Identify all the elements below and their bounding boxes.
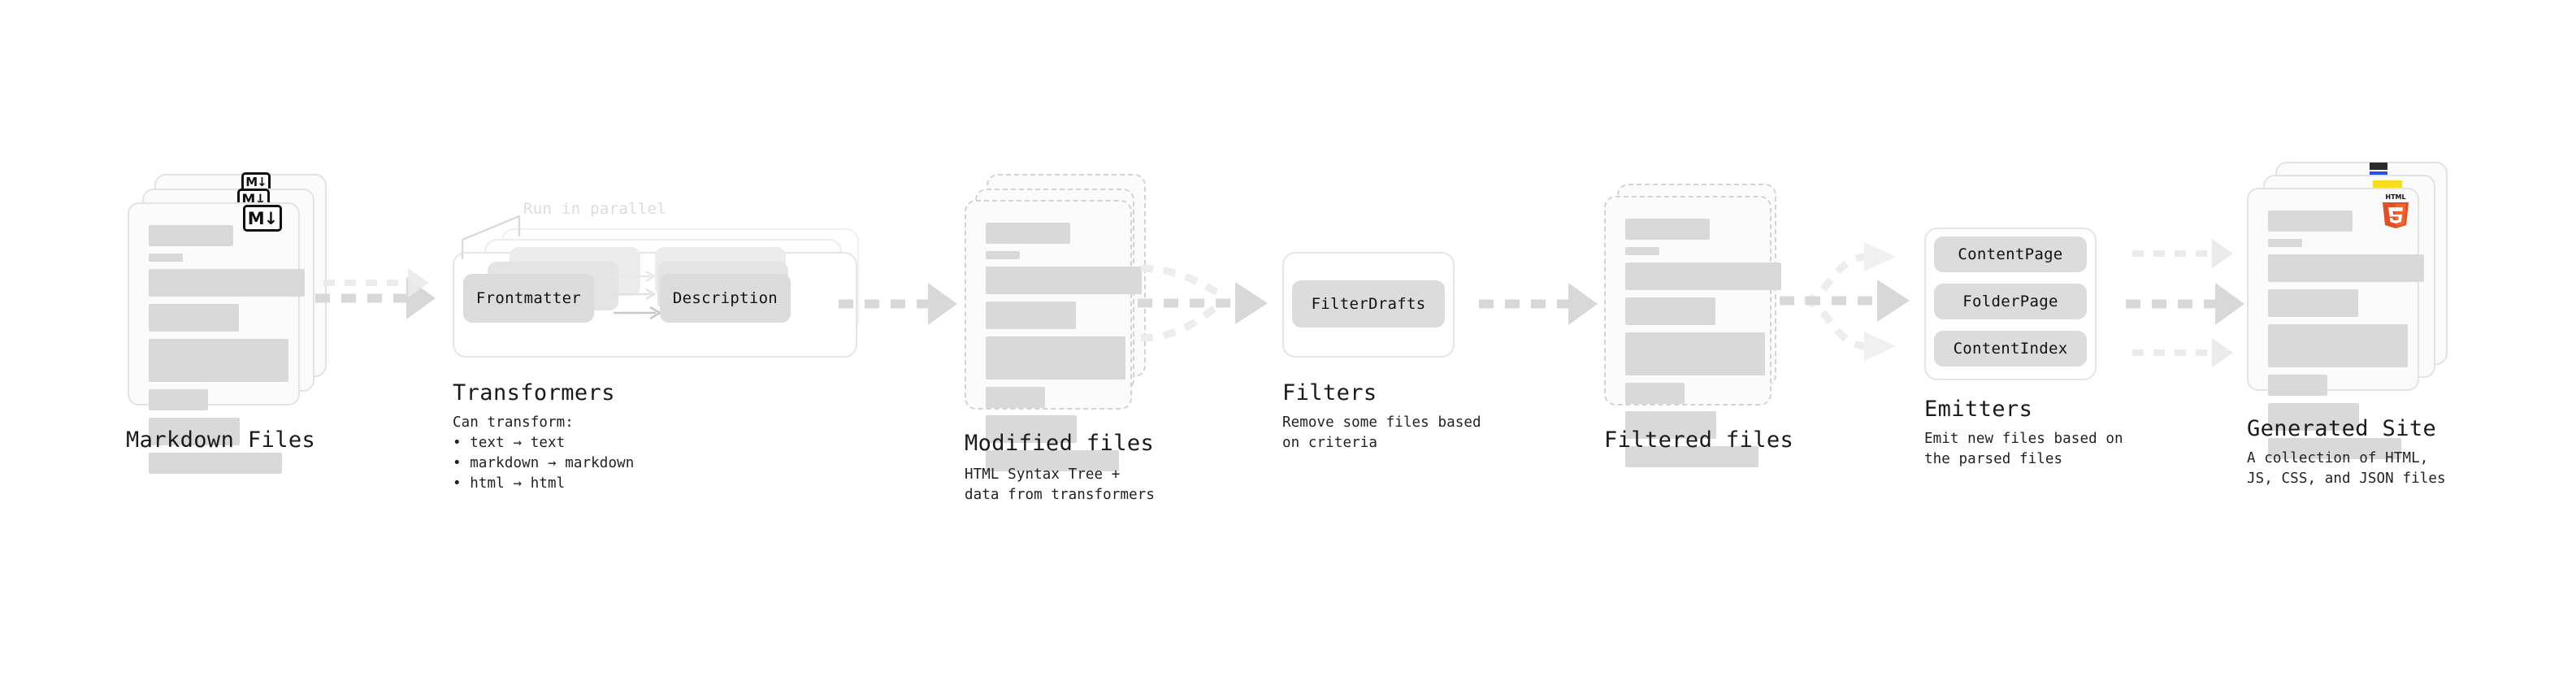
arrow-head bbox=[1568, 283, 1598, 325]
css3-icon bbox=[2370, 163, 2387, 176]
content-bar bbox=[986, 336, 1125, 380]
content-bar bbox=[986, 415, 1077, 443]
stage-subtitle-filters: Remove some files based on criteria bbox=[1282, 414, 1481, 451]
stage-subtitle-emitters: Emit new files based on the parsed files bbox=[1924, 431, 2123, 467]
content-bar bbox=[2268, 438, 2401, 459]
content-bar bbox=[986, 267, 1142, 294]
content-bar bbox=[1625, 247, 1659, 255]
filter-chip-filterdrafts[interactable]: FilterDrafts bbox=[1292, 280, 1445, 327]
content-bar bbox=[1625, 297, 1715, 325]
svg-text:HTML: HTML bbox=[2385, 193, 2405, 201]
stage-title-filtered-files: Filtered files bbox=[1604, 427, 1794, 453]
arrow-head bbox=[2212, 338, 2233, 367]
content-bar bbox=[2268, 324, 2408, 367]
content-bar bbox=[2268, 375, 2327, 396]
content-bar bbox=[986, 450, 1119, 471]
stage-title-generated-site: Generated Site bbox=[2247, 416, 2437, 441]
filtered-card-front bbox=[1604, 196, 1781, 467]
arrow-head bbox=[928, 283, 957, 325]
content-bar bbox=[1625, 262, 1781, 290]
stage-subtitle-generated-site: A collection of HTML, JS, CSS, and JSON … bbox=[2247, 450, 2446, 487]
content-bar bbox=[986, 223, 1070, 244]
stage-title-emitters: Emitters bbox=[1924, 397, 2033, 422]
content-bar bbox=[149, 339, 288, 382]
stage-title-markdown-files: Markdown Files bbox=[126, 427, 316, 453]
content-bar bbox=[149, 389, 208, 410]
markdown-badge-front: M↓ bbox=[243, 205, 282, 232]
arrow-head bbox=[2212, 239, 2233, 268]
stage-subtitle-modified-files: HTML Syntax Tree + data from transformer… bbox=[965, 466, 1155, 503]
stage-title-modified-files: Modified files bbox=[965, 431, 1155, 456]
content-bar bbox=[149, 269, 305, 297]
content-bar bbox=[1625, 219, 1710, 240]
emitter-chip-contentpage[interactable]: ContentPage bbox=[1934, 236, 2087, 272]
modified-card-front bbox=[965, 200, 1142, 471]
transformer-chip-frontmatter[interactable]: Frontmatter bbox=[463, 274, 594, 323]
arrow-head bbox=[2215, 283, 2244, 325]
arrow-line bbox=[315, 293, 414, 303]
content-bar bbox=[1625, 383, 1685, 404]
content-bar bbox=[986, 251, 1020, 259]
content-bar bbox=[149, 304, 239, 332]
run-in-parallel-bracket bbox=[460, 203, 582, 260]
emitter-chip-contentindex[interactable]: ContentIndex bbox=[1934, 331, 2087, 367]
content-bar bbox=[149, 453, 282, 474]
html5-icon: HTML bbox=[2379, 191, 2412, 228]
content-bar bbox=[2268, 289, 2358, 317]
content-bar bbox=[149, 254, 183, 262]
content-bar bbox=[149, 225, 233, 246]
content-bar bbox=[1625, 446, 1759, 467]
markdown-card-content bbox=[149, 225, 305, 481]
stage-title-transformers: Transformers bbox=[453, 380, 615, 406]
content-bar bbox=[2268, 403, 2359, 431]
content-bar bbox=[986, 387, 1045, 408]
arrow-line bbox=[1479, 299, 1578, 309]
content-bar bbox=[2268, 239, 2302, 247]
content-bar bbox=[1625, 411, 1716, 439]
stage-title-filters: Filters bbox=[1282, 380, 1377, 406]
modified-card-content bbox=[986, 223, 1142, 479]
arrow-line bbox=[2132, 349, 2218, 356]
content-bar bbox=[2268, 254, 2424, 282]
transformer-chip-description[interactable]: Description bbox=[660, 274, 791, 323]
site-card-content bbox=[2268, 210, 2424, 466]
stage-subtitle-transformers: Can transform: • text → text • markdown … bbox=[453, 414, 635, 492]
run-in-parallel-label: Run in parallel bbox=[523, 200, 667, 218]
content-bar bbox=[1625, 332, 1765, 375]
content-bar bbox=[2268, 210, 2353, 232]
arrow-line bbox=[2126, 299, 2223, 309]
arrow-modified-to-filters bbox=[1138, 258, 1292, 348]
emitter-chip-folderpage[interactable]: FolderPage bbox=[1934, 284, 2087, 319]
content-bar bbox=[986, 301, 1076, 329]
transformer-inner-arrows bbox=[614, 268, 703, 323]
arrow-line bbox=[2132, 250, 2218, 257]
markdown-card-front bbox=[128, 202, 305, 474]
arrow-head bbox=[408, 268, 429, 297]
arrow-filtered-to-emitters bbox=[1780, 236, 1926, 366]
arrow-line bbox=[323, 280, 414, 286]
content-bar bbox=[149, 418, 240, 445]
arrow-line bbox=[839, 299, 938, 309]
filtered-card-content bbox=[1625, 219, 1781, 475]
